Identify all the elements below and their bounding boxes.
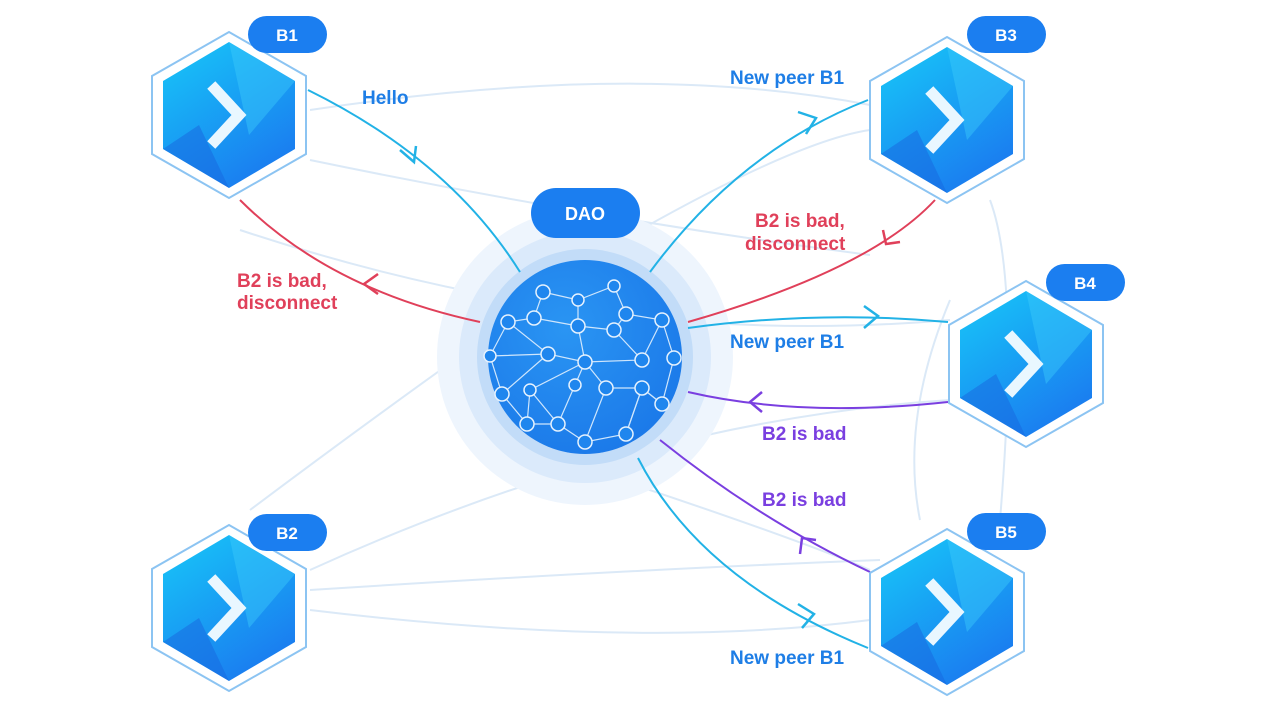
- node-label: B2: [276, 524, 298, 543]
- network-graph-icon: [483, 279, 682, 450]
- edge-label-b1-disconnect-2: disconnect: [237, 293, 338, 314]
- chevron-right-icon: [925, 578, 965, 646]
- arrowhead: [399, 145, 418, 165]
- edge-b1-hello: [307, 89, 521, 273]
- node-b1: B1: [151, 16, 327, 200]
- dao-label: DAO: [565, 204, 605, 224]
- node-badge: B5: [967, 513, 1046, 550]
- node-badge: B2: [248, 514, 327, 551]
- edge-label-hello: Hello: [362, 88, 408, 109]
- edge-b5-bad: [659, 439, 871, 573]
- node-b3: B3: [869, 16, 1046, 205]
- node-label: B5: [995, 523, 1017, 542]
- edge-label-b5-newpeer: New peer B1: [730, 648, 844, 669]
- chevron-right-icon: [207, 574, 247, 642]
- node-badge: B1: [248, 16, 327, 53]
- node-b4: B4: [948, 264, 1125, 449]
- arrowhead: [863, 304, 881, 329]
- node-badge: B4: [1046, 264, 1125, 301]
- edge-label-b4-bad: B2 is bad: [762, 424, 846, 445]
- arrowhead: [748, 391, 763, 413]
- dao-badge: DAO: [531, 188, 640, 238]
- node-b2: B2: [151, 514, 327, 693]
- node-label: B1: [276, 26, 298, 45]
- node-label: B3: [995, 26, 1017, 45]
- arrowhead: [797, 110, 818, 135]
- edge-b5-newpeer: [637, 457, 869, 649]
- edge-label-b3-newpeer: New peer B1: [730, 68, 844, 89]
- arrowhead: [881, 229, 901, 246]
- dao-hub: DAO: [437, 188, 733, 505]
- edge-label-b4-newpeer: New peer B1: [730, 332, 844, 353]
- edge-label-b5-bad: B2 is bad: [762, 490, 846, 511]
- edge-b3-disconnect: [687, 199, 936, 323]
- edge-label-b1-disconnect-1: B2 is bad,: [237, 271, 327, 292]
- edges: [239, 89, 949, 649]
- arrowhead: [798, 536, 817, 555]
- edge-label-b3-disconnect-1: B2 is bad,: [755, 211, 845, 232]
- edge-b3-newpeer: [649, 99, 869, 273]
- node-label: B4: [1074, 274, 1096, 293]
- chevron-right-icon: [1004, 330, 1044, 398]
- chevron-right-icon: [207, 81, 247, 149]
- node-badge: B3: [967, 16, 1046, 53]
- edge-b4-bad: [687, 391, 949, 410]
- node-b5: B5: [869, 513, 1046, 697]
- edge-label-b3-disconnect-2: disconnect: [745, 234, 846, 255]
- edge-labels: Hello B2 is bad, disconnect New peer B1 …: [237, 68, 846, 669]
- chevron-right-icon: [925, 86, 965, 154]
- edge-b4-newpeer: [687, 316, 949, 329]
- edge-b1-disconnect: [239, 199, 481, 323]
- arrowhead: [797, 602, 816, 629]
- arrowhead: [361, 272, 379, 296]
